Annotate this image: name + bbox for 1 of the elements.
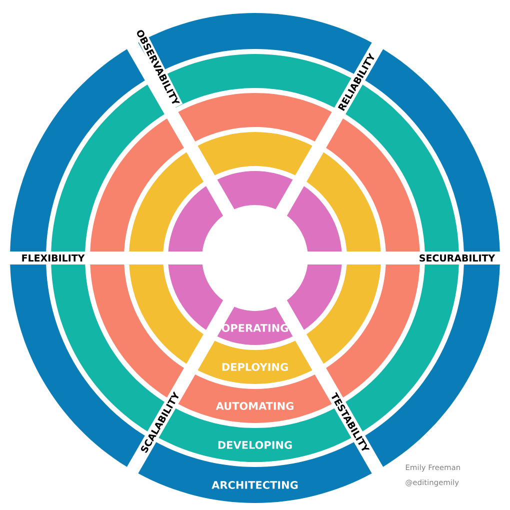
property-label: FLEXIBILITY bbox=[19, 252, 87, 264]
